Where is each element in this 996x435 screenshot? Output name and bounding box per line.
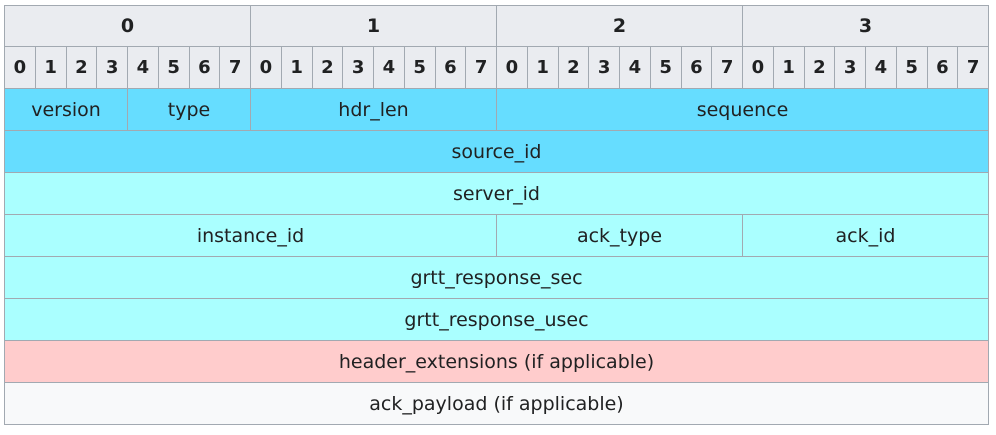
bit-label: 7 <box>711 46 743 89</box>
octet-label-1: 1 <box>250 5 497 47</box>
field-instance-id: instance_id <box>4 214 497 257</box>
field-row: ack_payload (if applicable) <box>4 382 989 425</box>
bit-label: 5 <box>649 46 682 89</box>
octet-label-3: 3 <box>742 5 989 47</box>
bit-label: 2 <box>557 46 590 89</box>
bit-label: 0 <box>250 46 282 89</box>
field-hdr-len: hdr_len <box>250 88 497 131</box>
bit-label: 5 <box>403 46 436 89</box>
field-row: server_id <box>4 172 989 215</box>
field-ack-type: ack_type <box>496 214 743 257</box>
bit-label: 5 <box>895 46 928 89</box>
field-source-id: source_id <box>4 130 989 173</box>
bit-label: 7 <box>465 46 497 89</box>
bit-label: 6 <box>680 46 713 89</box>
bit-label: 3 <box>96 46 128 89</box>
bit-label: 2 <box>65 46 98 89</box>
bit-label: 6 <box>926 46 959 89</box>
bit-label: 1 <box>526 46 559 89</box>
bit-label: 4 <box>865 46 897 89</box>
bit-label: 0 <box>4 46 36 89</box>
bit-label: 1 <box>772 46 805 89</box>
field-row: grtt_response_usec <box>4 298 989 341</box>
bit-label: 0 <box>496 46 528 89</box>
field-type: type <box>127 88 251 131</box>
field-grtt-response-usec: grtt_response_usec <box>4 298 989 341</box>
field-row: grtt_response_sec <box>4 256 989 299</box>
bit-label: 7 <box>957 46 989 89</box>
bit-label: 4 <box>373 46 405 89</box>
bit-label: 3 <box>342 46 374 89</box>
field-ack-payload: ack_payload (if applicable) <box>4 382 989 425</box>
bit-label: 4 <box>127 46 159 89</box>
field-row: header_extensions (if applicable) <box>4 340 989 383</box>
field-sequence: sequence <box>496 88 989 131</box>
field-version: version <box>4 88 128 131</box>
bit-label: 2 <box>311 46 344 89</box>
field-ack-id: ack_id <box>742 214 989 257</box>
octet-label-2: 2 <box>496 5 743 47</box>
bit-label: 5 <box>157 46 190 89</box>
bit-label: 1 <box>34 46 67 89</box>
bit-label: 2 <box>803 46 836 89</box>
bit-label: 6 <box>434 46 467 89</box>
bit-label: 6 <box>188 46 221 89</box>
field-server-id: server_id <box>4 172 989 215</box>
bit-label: 0 <box>742 46 774 89</box>
field-row: source_id <box>4 130 989 173</box>
field-grtt-response-sec: grtt_response_sec <box>4 256 989 299</box>
bit-label: 3 <box>834 46 866 89</box>
bit-label: 1 <box>280 46 313 89</box>
bit-label: 4 <box>619 46 651 89</box>
octet-label-0: 0 <box>4 5 251 47</box>
bit-label: 3 <box>588 46 620 89</box>
field-header-extensions: header_extensions (if applicable) <box>4 340 989 383</box>
bit-label: 7 <box>219 46 251 89</box>
